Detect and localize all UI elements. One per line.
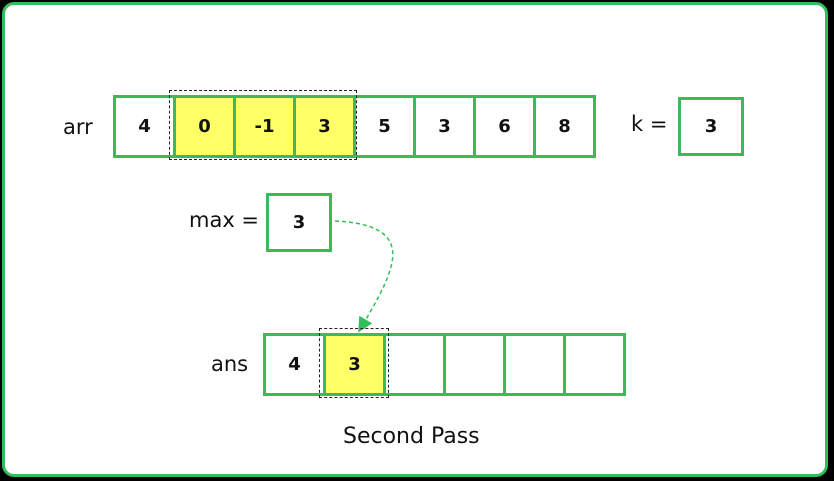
k-value-box: 3 bbox=[678, 97, 744, 156]
arr-array: 4 0 -1 3 5 3 6 8 bbox=[113, 95, 596, 158]
max-label: max = bbox=[189, 208, 260, 232]
arr-label: arr bbox=[63, 115, 93, 139]
arr-cell-7: 8 bbox=[533, 95, 596, 158]
k-label: k = bbox=[631, 112, 668, 136]
ans-label: ans bbox=[211, 352, 249, 376]
ans-cell-1: 3 bbox=[323, 333, 386, 396]
arr-cell-1: 0 bbox=[173, 95, 236, 158]
ans-cell-3 bbox=[443, 333, 506, 396]
arr-cell-0: 4 bbox=[113, 95, 176, 158]
diagram-frame bbox=[2, 2, 828, 477]
ans-cell-2 bbox=[383, 333, 446, 396]
max-value-box: 3 bbox=[266, 193, 332, 252]
arr-cell-6: 6 bbox=[473, 95, 536, 158]
ans-cell-4 bbox=[503, 333, 566, 396]
ans-cell-5 bbox=[563, 333, 626, 396]
max-to-ans-arrow bbox=[334, 220, 394, 333]
caption: Second Pass bbox=[343, 424, 480, 449]
ans-array: 4 3 bbox=[263, 333, 626, 396]
arr-cell-5: 3 bbox=[413, 95, 476, 158]
arr-cell-3: 3 bbox=[293, 95, 356, 158]
ans-cell-0: 4 bbox=[263, 333, 326, 396]
